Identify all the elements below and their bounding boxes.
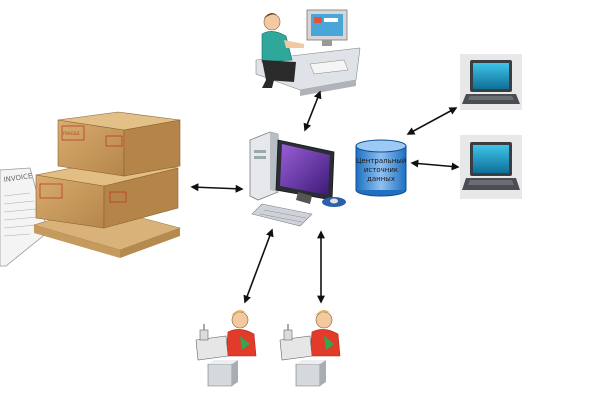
- cashier-pos-icon: [279, 310, 341, 387]
- cardboard-boxes-icon: FRAGILE: [32, 111, 182, 258]
- office-worker-icon: [255, 9, 361, 96]
- database-label-line1: Центральный: [356, 157, 407, 165]
- database-label-line3: данных: [367, 175, 395, 183]
- database-label: Центральный источник данных: [356, 157, 406, 184]
- arrow-boxes-pc: [190, 183, 244, 193]
- central-pc-icon: [249, 131, 346, 227]
- invoice-title: INVOICE: [3, 172, 33, 184]
- database-cylinder-icon: [355, 139, 407, 197]
- laptop-icon: [460, 54, 522, 110]
- arrow-pc-cashier1: [243, 228, 274, 304]
- arrow-db-laptop1: [406, 107, 458, 135]
- arrow-worker-pc: [303, 90, 322, 132]
- database-label-line2: источник: [363, 166, 399, 174]
- cashier-pos-icon: [195, 310, 257, 387]
- box-stamp: FRAGILE: [63, 131, 80, 136]
- arrow-db-laptop2: [410, 159, 460, 171]
- laptop-icon: [460, 135, 522, 199]
